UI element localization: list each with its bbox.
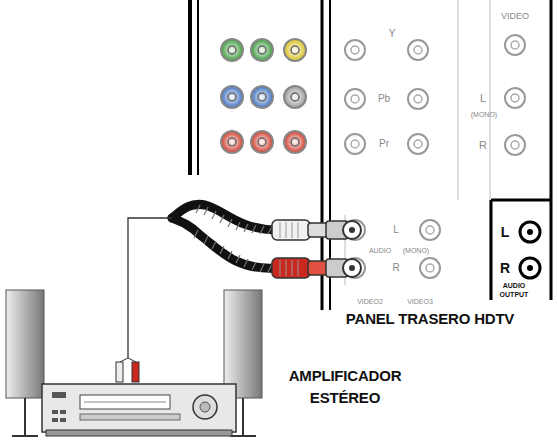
jack-label: (MONO) [471, 111, 497, 118]
amplifier-caption: ESTÉREO [310, 390, 380, 405]
jack-label: R [479, 140, 487, 151]
jack-label: (MONO) [403, 247, 429, 254]
jack-label: L [393, 225, 399, 235]
jack-label: VIDEO3 [407, 298, 433, 305]
panel-caption: PANEL TRASERO HDTV [346, 311, 514, 326]
jack-label: Pr [379, 139, 389, 149]
amplifier-caption: AMPLIFICADOR [289, 368, 402, 383]
output-label: OUTPUT [500, 291, 529, 298]
jack-label: L [480, 93, 486, 104]
jack-label: VIDEO [501, 12, 529, 21]
jack-label: AUDIO [369, 247, 391, 254]
output-label: AUDIO [503, 282, 526, 289]
output-jack-label: R [500, 261, 510, 275]
jack-label: Y [389, 29, 396, 39]
jack-label: Pb [378, 94, 390, 104]
jack-label: R [392, 263, 399, 273]
jack-label: VIDEO2 [357, 298, 383, 305]
output-jack-label: L [501, 225, 510, 239]
